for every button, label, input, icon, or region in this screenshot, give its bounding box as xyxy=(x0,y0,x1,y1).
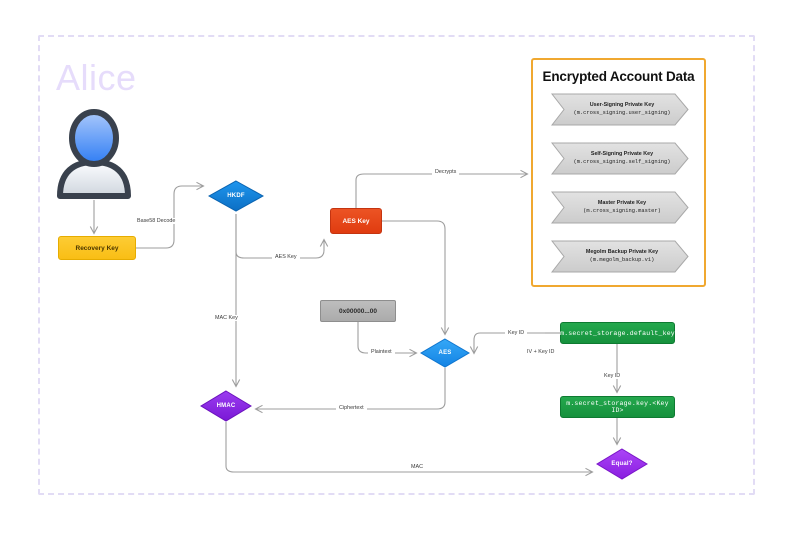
user-avatar-icon xyxy=(52,108,136,200)
edge-label-decrypts: Decrypts xyxy=(432,169,460,175)
chevron-user-signing-key[interactable]: User-Signing Private Key (m.cross_signin… xyxy=(550,93,689,126)
node-aes[interactable]: AES xyxy=(420,338,470,368)
node-hmac-label: HMAC xyxy=(216,403,236,409)
edge-label-ciphertext: Ciphertext xyxy=(336,405,367,411)
node-aes-key[interactable]: AES Key xyxy=(330,208,382,234)
diagram-dashed-frame xyxy=(38,35,755,495)
panel-title: Encrypted Account Data xyxy=(542,69,695,84)
node-recovery-key[interactable]: Recovery Key xyxy=(58,236,136,260)
edge-label-aes-key: AES Key xyxy=(272,254,300,260)
node-hkdf-label: HKDF xyxy=(227,193,245,199)
node-equal-check[interactable]: Equal? xyxy=(596,448,648,480)
chevron-label-name: Self-Signing Private Key xyxy=(590,151,654,158)
node-aes-label: AES xyxy=(438,350,452,356)
node-secret-storage-default-key[interactable]: m.secret_storage.default_key xyxy=(560,322,675,344)
actor-label-alice: Alice xyxy=(56,57,137,98)
edge-label-key-id-2: Key ID xyxy=(601,373,624,379)
chevron-megolm-backup-key[interactable]: Megolm Backup Private Key (m.megolm_back… xyxy=(550,240,689,273)
chevron-label-name: Master Private Key xyxy=(597,200,647,207)
chevron-label-event: (m.cross_signing.user_signing) xyxy=(573,109,671,116)
chevron-master-key[interactable]: Master Private Key (m.cross_signing.mast… xyxy=(550,191,689,224)
node-hkdf[interactable]: HKDF xyxy=(208,180,264,212)
edge-label-mac-key: MAC Key xyxy=(212,315,241,321)
edge-label-base58-decode: Base58 Decode xyxy=(134,218,179,224)
chevron-label-event: (m.cross_signing.self_signing) xyxy=(573,158,671,165)
chevron-label-event: (m.cross_signing.master) xyxy=(583,207,661,214)
edge-label-key-id-1: Key ID xyxy=(505,330,528,336)
chevron-label-event: (m.megolm_backup.v1) xyxy=(589,256,655,263)
node-hmac[interactable]: HMAC xyxy=(200,390,252,422)
chevron-label-name: User-Signing Private Key xyxy=(589,102,655,109)
node-equal-label: Equal? xyxy=(611,461,633,467)
node-secret-storage-key-id[interactable]: m.secret_storage.key.<Key ID> xyxy=(560,396,675,418)
node-zero-plaintext-block[interactable]: 0x00000...00 xyxy=(320,300,396,322)
chevron-self-signing-key[interactable]: Self-Signing Private Key (m.cross_signin… xyxy=(550,142,689,175)
edge-label-plaintext: Plaintext xyxy=(368,349,395,355)
edge-label-iv-key-id: IV + Key ID xyxy=(524,349,558,355)
encrypted-account-data-panel: Encrypted Account Data User-Signing Priv… xyxy=(531,58,706,287)
edge-label-mac: MAC xyxy=(408,464,426,470)
chevron-label-name: Megolm Backup Private Key xyxy=(585,249,659,256)
